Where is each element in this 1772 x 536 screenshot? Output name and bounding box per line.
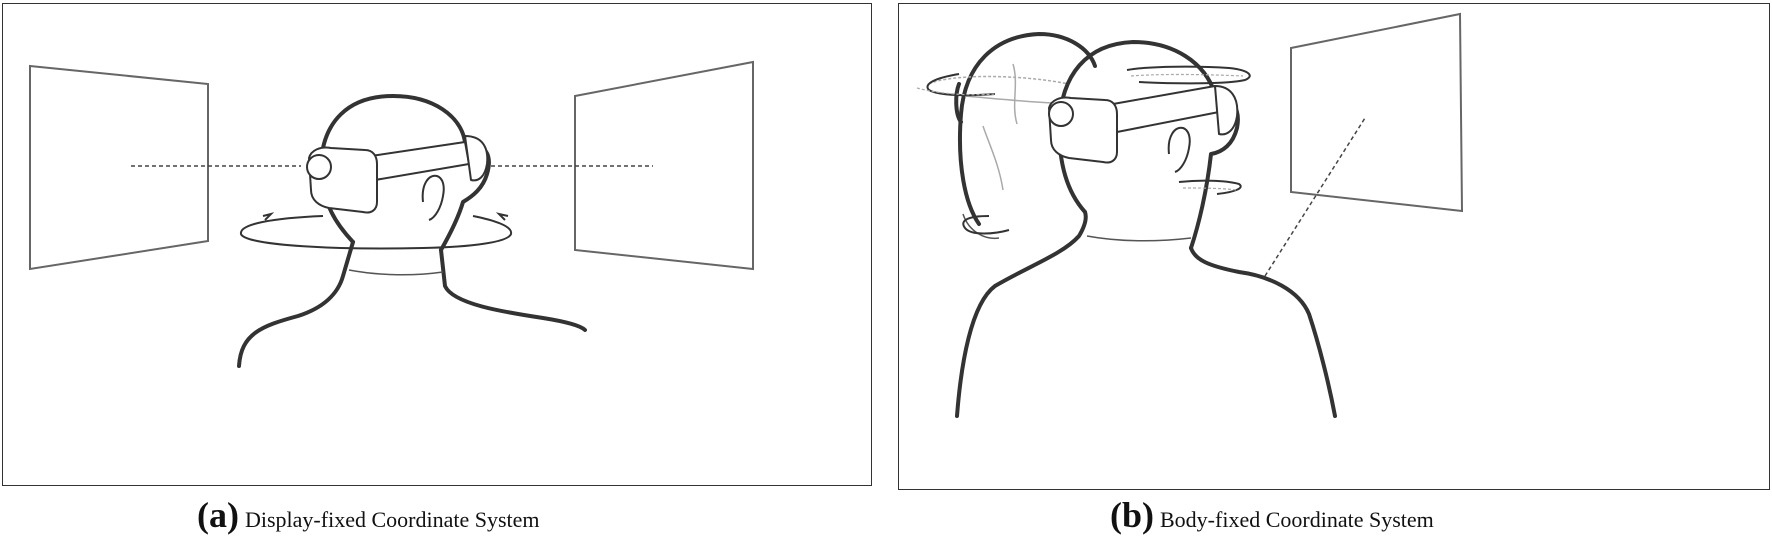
caption-letter: (a) [197, 495, 239, 535]
panel-body-fixed [898, 3, 1770, 490]
rotation-rings [1126, 65, 1251, 195]
body-anchor-line [1264, 117, 1366, 277]
caption-text: Display-fixed Coordinate System [244, 507, 540, 532]
caption-a: (a) Display-fixed Coordinate System [197, 494, 540, 535]
caption-letter: (b) [1110, 495, 1154, 535]
illustration-display-fixed [29, 60, 754, 368]
caption-text: Body-fixed Coordinate System [1160, 507, 1434, 532]
ghost-head [954, 32, 1097, 226]
virtual-screen [1290, 12, 1464, 213]
ear [1167, 126, 1191, 173]
panel-display-fixed [2, 3, 872, 486]
left-virtual-screen [29, 64, 209, 271]
headset [1048, 85, 1239, 164]
rotation-arrows [240, 212, 513, 250]
ear [421, 174, 445, 221]
headset [306, 135, 489, 214]
person-body [237, 94, 587, 368]
illustration-body-fixed [916, 12, 1464, 418]
right-virtual-screen [574, 60, 754, 271]
caption-b: (b) Body-fixed Coordinate System [1110, 494, 1434, 535]
